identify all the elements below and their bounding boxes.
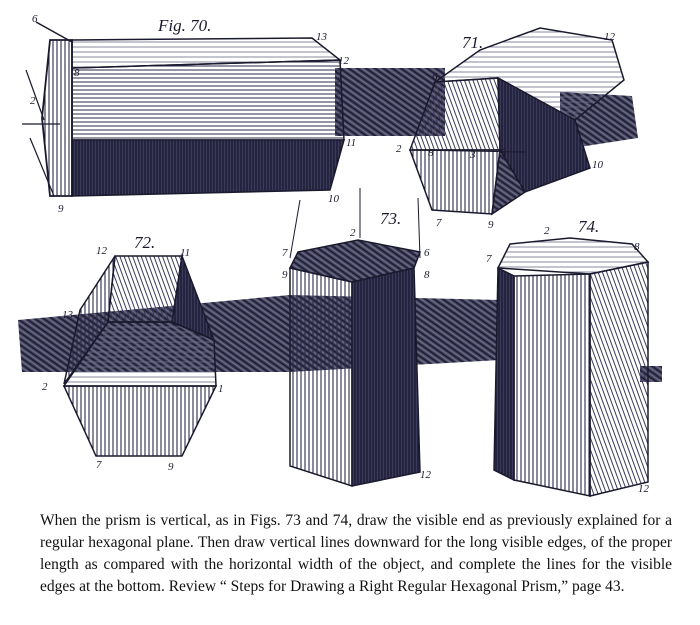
- fig73-label: 7: [282, 247, 288, 259]
- fig74-label: 7: [486, 253, 492, 265]
- fig72-label: 12: [96, 245, 108, 257]
- fig71-title: 71.: [462, 33, 483, 52]
- figure-70: Fig. 70. 6 8 2 9 13 12 11 10: [22, 13, 445, 215]
- caption-paragraph: When the prism is vertical, as in Figs. …: [40, 512, 672, 595]
- fig73-label: 2: [350, 227, 356, 239]
- figure-72: 72. 12 11 13 2 1 7 9: [42, 233, 224, 473]
- figure-74: 74. 2 8 7 12: [486, 217, 662, 497]
- fig72-label: 2: [42, 381, 48, 393]
- fig71-label: 10: [592, 159, 604, 171]
- fig74-title: 74.: [578, 217, 599, 236]
- fig72-label: 7: [96, 459, 102, 471]
- fig72-center-face: [62, 321, 217, 387]
- fig70-end-face: [41, 39, 73, 197]
- fig70-bottom-face: [71, 139, 345, 197]
- fig70-label: 6: [32, 13, 38, 25]
- fig71-bottom-right-face: [491, 147, 527, 216]
- fig71-label: 12: [604, 31, 616, 43]
- fig71-label: 6: [432, 71, 438, 83]
- fig72-label: 13: [62, 309, 74, 321]
- fig70-middle-face: [71, 59, 345, 141]
- fig74-left-face: [493, 266, 515, 482]
- fig72-bottom-face: [62, 385, 218, 457]
- fig74-right-face: [589, 261, 649, 497]
- fig71-right-face: [497, 76, 591, 193]
- fig72-top-face: [107, 255, 183, 323]
- fig72-label: 11: [180, 247, 190, 259]
- fig70-label: 12: [338, 55, 350, 67]
- fig71-label: 5: [500, 147, 506, 159]
- fig71-label: 2: [396, 143, 402, 155]
- fig70-label: 9: [58, 203, 64, 215]
- fig70-label: 11: [346, 137, 356, 149]
- fig74-front-face: [513, 273, 591, 497]
- fig71-label: 7: [436, 217, 442, 229]
- figure-71: 71. 12 6 2 8 3 5 10 7 9: [396, 27, 638, 231]
- fig73-label: 6: [424, 247, 430, 259]
- figure-73: 73. 2 7 9 6 8 12: [282, 188, 432, 488]
- fig71-lower-left-face: [408, 149, 501, 215]
- fig72-left-face: [63, 255, 116, 385]
- fig73-label: 8: [424, 269, 430, 281]
- fig70-title: Fig. 70.: [157, 16, 211, 35]
- illustration-plate: Fig. 70. 6 8 2 9 13 12 11 10 71. 12 6 2 …: [18, 13, 662, 497]
- fig74-label: 2: [544, 225, 550, 237]
- fig71-label: 9: [488, 219, 494, 231]
- fig73-label: 9: [282, 269, 288, 281]
- fig71-label: 3: [469, 149, 476, 161]
- fig73-label: 12: [420, 469, 432, 481]
- fig72-label: 9: [168, 461, 174, 473]
- fig73-left-face: [289, 267, 353, 488]
- fig70-label: 8: [74, 67, 80, 79]
- fig70-label: 2: [30, 95, 36, 107]
- fig73-title: 73.: [380, 209, 401, 228]
- fig72-title: 72.: [134, 233, 155, 252]
- fig73-right-face: [351, 267, 421, 487]
- fig72-label: 1: [218, 383, 224, 395]
- fig74-label: 8: [634, 241, 640, 253]
- fig70-label: 10: [328, 193, 340, 205]
- fig71-label: 8: [428, 147, 434, 159]
- fig74-label: 12: [638, 483, 650, 495]
- fig70-label: 13: [316, 31, 328, 43]
